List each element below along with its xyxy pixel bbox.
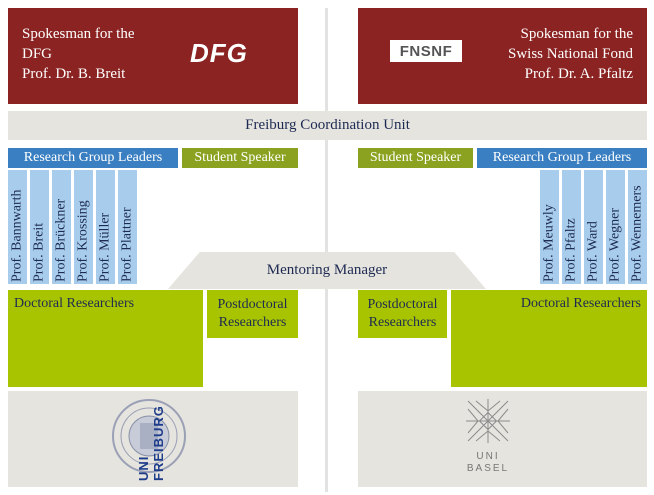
coordination-unit-label: Freiburg Coordination Unit	[245, 117, 410, 133]
right-spokesman-person: Prof. Dr. A. Pfaltz	[524, 66, 633, 82]
left-leaders-label: Research Group Leaders	[23, 150, 163, 165]
right-leaders-label: Research Group Leaders	[492, 150, 632, 165]
left-postdoc-line1: Postdoctoral	[217, 297, 288, 312]
left-doctoral-label: Doctoral Researchers	[14, 296, 135, 311]
right-postdoc-line1: Postdoctoral	[367, 297, 438, 312]
prof-brueckner: Prof. Brückner	[52, 170, 71, 284]
right-student-label: Student Speaker	[369, 150, 462, 165]
mentoring-manager-label: Mentoring Manager	[266, 261, 388, 278]
dfg-logo: DFG	[190, 38, 248, 68]
prof-wegner: Prof. Wegner	[606, 170, 625, 284]
right-postdoctoral-researchers: Postdoctoral Researchers	[358, 290, 447, 338]
freiburg-seal-icon	[110, 397, 188, 475]
left-spokesman-box: Spokesman for the DFG Prof. Dr. B. Breit…	[8, 8, 298, 104]
left-logo-panel: UNI FREIBURG	[8, 391, 298, 487]
fnsnf-logo: FNSNF	[390, 40, 462, 62]
prof-ward: Prof. Ward	[584, 170, 603, 284]
basel-logo-icon	[464, 397, 512, 445]
prof-mueller: Prof. Müller	[96, 170, 115, 284]
right-doctoral-label: Doctoral Researchers	[520, 296, 641, 311]
prof-pfaltz: Prof. Pfaltz	[562, 170, 581, 284]
left-student-speaker: Student Speaker	[182, 148, 298, 168]
left-postdoctoral-researchers: Postdoctoral Researchers	[207, 290, 298, 338]
left-doctoral-researchers: Doctoral Researchers	[8, 290, 203, 387]
left-research-group-leaders: Research Group Leaders	[8, 148, 178, 168]
right-research-group-leaders: Research Group Leaders	[477, 148, 647, 168]
prof-wennemers: Prof. Wennemers	[628, 170, 647, 284]
uni-freiburg-logo: UNI FREIBURG	[136, 401, 166, 481]
prof-meuwly: Prof. Meuwly	[540, 170, 559, 284]
right-spokesman-box: FNSNF Spokesman for the Swiss National F…	[358, 8, 647, 104]
prof-krossing: Prof. Krossing	[74, 170, 93, 284]
right-spokesman-org: Swiss National Fond	[507, 46, 633, 62]
basel-logo-line1: UNI	[476, 451, 500, 462]
center-divider	[325, 8, 328, 492]
fnsnf-logo-text: FNSNF	[399, 42, 453, 60]
right-spokesman-title: Spokesman for the	[520, 26, 633, 42]
left-spokesman-org: DFG	[22, 46, 53, 62]
right-doctoral-researchers: Doctoral Researchers	[451, 290, 647, 387]
mentoring-manager-box	[168, 252, 486, 289]
uni-freiburg-logo-text: UNI FREIBURG	[136, 405, 166, 481]
prof-plattner: Prof. Plattner	[118, 170, 137, 284]
prof-breit: Prof. Breit	[30, 170, 49, 284]
left-spokesman-title: Spokesman for the	[22, 26, 135, 42]
left-postdoc-line2: Researchers	[218, 315, 287, 330]
right-student-speaker: Student Speaker	[358, 148, 473, 168]
coordination-unit-bar: Freiburg Coordination Unit	[8, 111, 647, 140]
left-student-label: Student Speaker	[194, 150, 286, 165]
prof-bannwarth: Prof. Bannwarth	[8, 170, 27, 284]
right-postdoc-line2: Researchers	[368, 315, 437, 330]
basel-logo-line2: BASEL	[466, 463, 510, 474]
left-spokesman-person: Prof. Dr. B. Breit	[22, 66, 126, 82]
right-logo-panel: UNI BASEL	[358, 391, 647, 487]
